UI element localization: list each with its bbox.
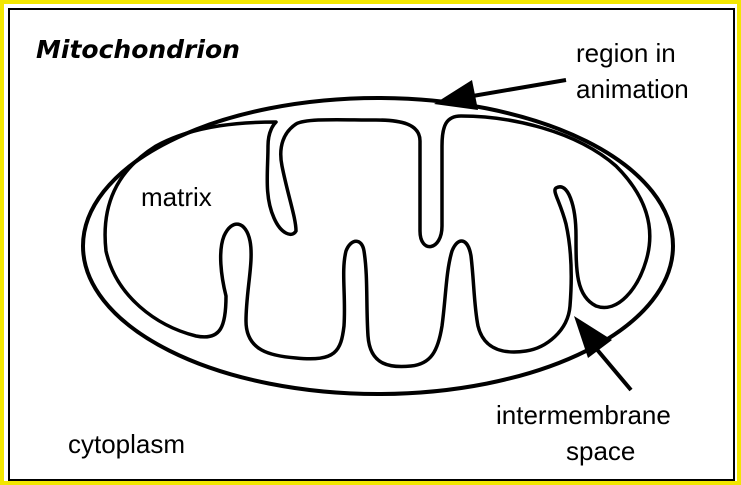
inner-membrane <box>105 116 650 367</box>
outer-membrane <box>83 98 673 394</box>
diagram-panel: Mitochondrion region in animation matrix… <box>8 8 735 481</box>
region-label-line-1: region in <box>576 38 676 68</box>
intermembrane-arrow-line <box>594 346 631 390</box>
intermembrane-arrowhead <box>574 316 612 358</box>
intermembrane-label-line-2: space <box>566 436 635 466</box>
cytoplasm-label: cytoplasm <box>68 429 185 459</box>
diagram-title: Mitochondrion <box>36 35 240 64</box>
region-label-line-2: animation <box>576 74 689 104</box>
matrix-label: matrix <box>141 182 212 212</box>
intermembrane-label-line-1: intermembrane <box>496 400 671 430</box>
region-arrow-line <box>461 80 566 98</box>
mitochondrion-diagram: Mitochondrion region in animation matrix… <box>10 10 735 481</box>
region-arrowhead <box>434 80 478 110</box>
